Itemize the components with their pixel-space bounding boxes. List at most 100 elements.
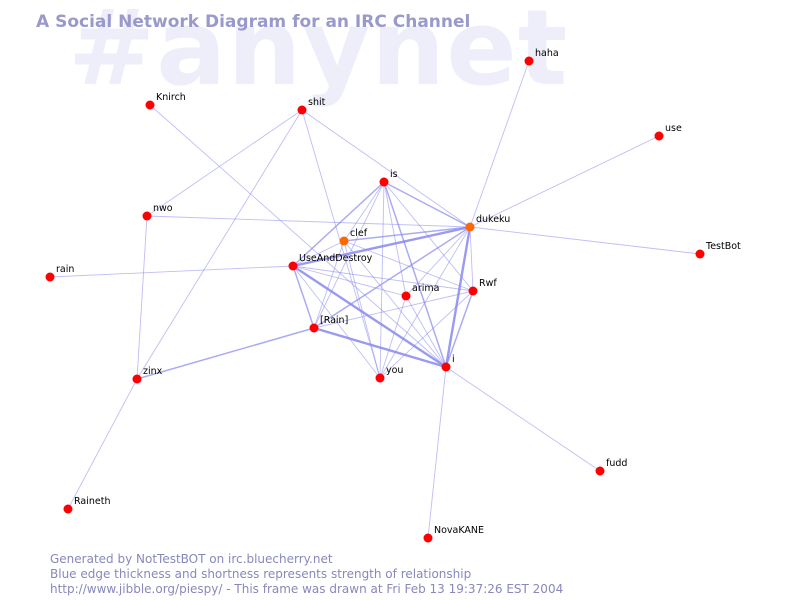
node-label-haha: haha <box>535 48 559 59</box>
node-dot-arima <box>401 291 411 301</box>
edge-UseAndDestroy-clef <box>292 240 345 267</box>
edge-i-Rwf <box>445 290 474 368</box>
footer-legend: Blue edge thickness and shortness repres… <box>50 567 472 581</box>
node-nwo: nwo <box>142 203 173 221</box>
edge-UseAndDestroy-i <box>292 264 447 369</box>
edge-is-dukeku <box>383 181 471 228</box>
node-rain: rain <box>45 264 74 282</box>
node-i: i <box>441 354 455 372</box>
page-title: A Social Network Diagram for an IRC Chan… <box>36 12 471 32</box>
edge-zinx-nwo <box>136 215 148 380</box>
node-dot-clef <box>339 236 349 246</box>
edge-dukeku-Rwf <box>469 226 474 292</box>
footer-frame-info: http://www.jibble.org/piespy/ - This fra… <box>50 582 564 596</box>
node-dot-i <box>441 362 451 372</box>
node-dot-you <box>375 373 385 383</box>
node-dot-fudd <box>595 466 605 476</box>
node-NovaKANE: NovaKANE <box>423 525 484 543</box>
node-Rwf: Rwf <box>468 278 497 296</box>
node-you: you <box>375 365 403 383</box>
node-dot-TestBot <box>695 249 705 259</box>
edge-Knirch-i <box>149 104 447 368</box>
node-label-clef: clef <box>350 228 368 239</box>
edge-i-clef <box>343 240 447 368</box>
edge-is-arima <box>383 181 407 297</box>
edge-UseAndDestroy-Rain <box>292 265 315 329</box>
node-dot-dukeku <box>465 222 475 232</box>
edge-i-NovaKANE <box>427 366 447 539</box>
edge-shit-dukeku <box>301 109 471 228</box>
node-dot-nwo <box>142 211 152 221</box>
edge-UseAndDestroy-arima <box>292 265 407 297</box>
node-label-UseAndDestroy: UseAndDestroy <box>299 253 373 264</box>
edge-haha-dukeku <box>469 60 530 228</box>
node-shit: shit <box>297 97 326 115</box>
edge-UseAndDestroy-you <box>292 265 381 379</box>
node-Knirch: Knirch <box>145 92 186 110</box>
edge-clef-Rwf <box>343 240 474 292</box>
node-label-arima: arima <box>412 283 439 294</box>
edge-dukeku-Rain <box>313 226 471 329</box>
node-clef: clef <box>339 228 368 246</box>
node-label-nwo: nwo <box>153 203 173 214</box>
edge-UseAndDestroy-Rwf <box>292 265 474 292</box>
edge-is-Rain <box>313 181 385 329</box>
node-label-fudd: fudd <box>606 458 627 469</box>
edge-dukeku-TestBot <box>469 226 701 255</box>
node-dot-Rain <box>309 323 319 333</box>
node-haha: haha <box>524 48 559 66</box>
edge-zinx-Raineth <box>67 378 138 510</box>
node-UseAndDestroy: UseAndDestroy <box>288 253 373 271</box>
node-is: is <box>379 169 398 187</box>
edge-Rwf-you <box>379 290 474 379</box>
node-dot-haha <box>524 56 534 66</box>
node-label-Rwf: Rwf <box>479 278 497 289</box>
edge-dukeku-nwo <box>146 215 471 228</box>
node-dot-zinx <box>132 374 142 384</box>
node-Raineth: Raineth <box>63 496 110 514</box>
node-dukeku: dukeku <box>465 214 510 232</box>
edge-is-UseAndDestroy <box>292 181 385 267</box>
node-dot-NovaKANE <box>423 533 433 543</box>
node-label-you: you <box>386 365 403 376</box>
edge-shit-zinx <box>136 109 303 380</box>
edge-Rain-zinx <box>136 327 315 380</box>
node-arima: arima <box>401 283 439 301</box>
node-fudd: fudd <box>595 458 627 476</box>
edge-shit-nwo <box>146 109 303 217</box>
node-label-zinx: zinx <box>143 366 163 377</box>
edge-i-arima <box>405 295 447 368</box>
node-dot-is <box>379 177 389 187</box>
node-dot-Rwf <box>468 286 478 296</box>
edge-dukeku-arima <box>405 226 471 297</box>
edge-clef-Rain <box>313 240 345 329</box>
edge-is-clef <box>343 181 385 242</box>
footer: Generated by NotTestBOT on irc.bluecherr… <box>50 552 563 597</box>
node-label-TestBot: TestBot <box>705 241 741 252</box>
edge-dukeku-clef <box>343 226 471 242</box>
node-label-NovaKANE: NovaKANE <box>434 525 484 536</box>
edge-dukeku-i <box>444 226 472 368</box>
node-dot-shit <box>297 105 307 115</box>
edge-dukeku-UseAndDestroy <box>292 225 471 268</box>
edge-Rain-Rwf <box>313 290 474 329</box>
node-Rain: [Rain] <box>309 315 348 333</box>
edge-i-Rain <box>313 326 447 369</box>
edge-arima-you <box>379 295 407 379</box>
node-dot-Raineth <box>63 504 73 514</box>
edge-layer <box>49 60 701 539</box>
footer-generated-by: Generated by NotTestBOT on irc.bluecherr… <box>50 552 333 566</box>
node-label-dukeku: dukeku <box>476 214 510 225</box>
node-dot-UseAndDestroy <box>288 261 298 271</box>
edge-clef-you <box>343 240 381 379</box>
node-TestBot: TestBot <box>695 241 741 259</box>
node-label-Knirch: Knirch <box>156 92 186 103</box>
node-label-i: i <box>452 354 455 365</box>
edge-is-you <box>379 181 385 379</box>
node-use: use <box>654 123 682 141</box>
node-label-is: is <box>390 169 398 180</box>
edge-is-i <box>383 181 447 368</box>
node-label-Rain: [Rain] <box>320 315 348 326</box>
